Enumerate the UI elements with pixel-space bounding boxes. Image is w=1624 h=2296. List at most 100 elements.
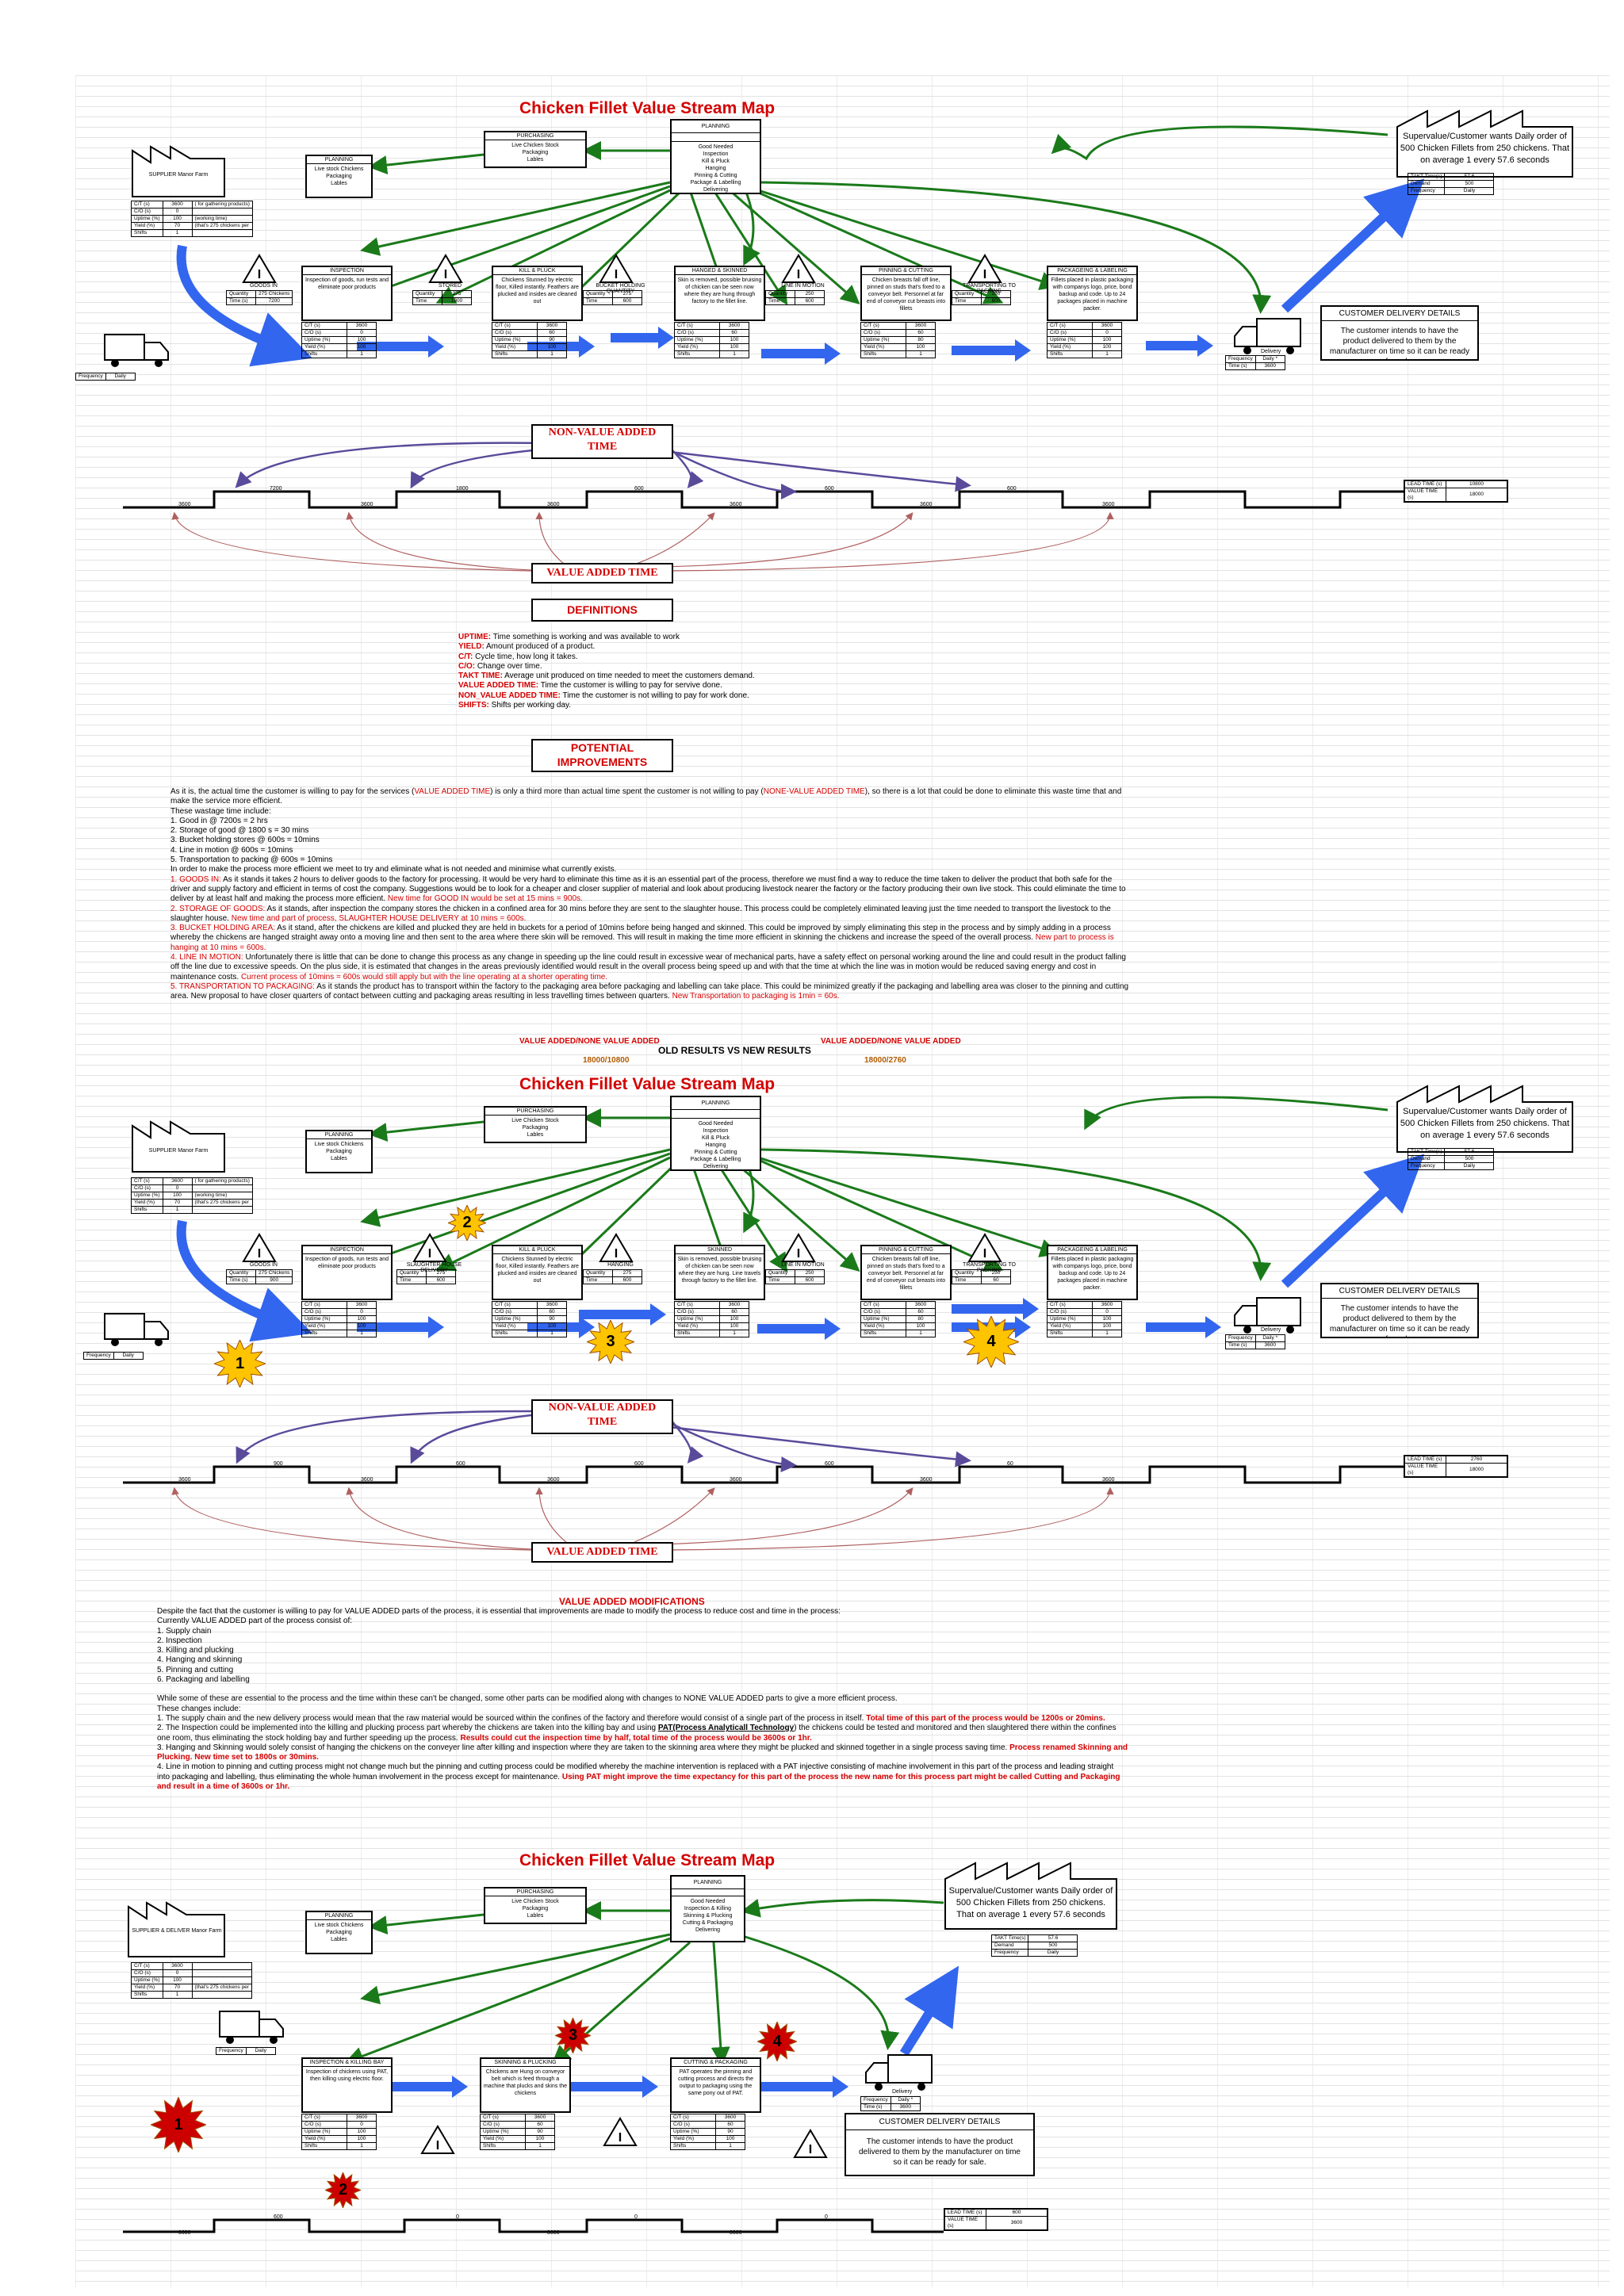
delivery-label: Delivery <box>892 2089 913 2095</box>
planning-item: Delivering <box>703 187 729 193</box>
nva-time: 600 <box>634 1461 644 1467</box>
inventory-triangle-icon: I <box>793 2129 828 2158</box>
improvement-marker: 2 <box>325 2172 361 2208</box>
supplier-factory-icon <box>132 145 225 197</box>
svg-text:I: I <box>983 1247 986 1261</box>
customer-demand: Supervalue/Customer wants Daily order of… <box>1400 1107 1570 1140</box>
customer-demand: Supervalue/Customer wants Daily order of… <box>948 1886 1113 1919</box>
inventory-triangle-icon: I <box>412 1233 447 1262</box>
inventory-label: GOODS IN <box>249 1262 278 1268</box>
customer-factory-icon <box>944 1862 1117 1930</box>
wastage-item: 3. Bucket holding stores @ 600s = 10mins <box>170 836 320 845</box>
definition-item: UPTIME: Time something is working and wa… <box>458 633 680 641</box>
improvement-marker: 1 <box>214 1340 266 1387</box>
va-label-2: VALUE ADDED TIME <box>531 1542 673 1563</box>
wastage-item: 4. Line in motion @ 600s = 10mins <box>170 845 293 855</box>
planning-item: Kill & Pluck <box>701 159 730 164</box>
purchasing-item: Lables <box>527 157 544 163</box>
modifications-text: Despite the fact that the customer is wi… <box>157 1607 1128 1792</box>
definition-item: C/T: Cycle time, how long it takes. <box>458 652 578 661</box>
definition-item: C/O: Change over time. <box>458 661 542 671</box>
va-time: 3600 <box>920 502 933 507</box>
delivery-truck-icon <box>865 2054 933 2091</box>
inventory-triangle-icon: I <box>599 254 634 283</box>
process-box: HANGED & SKINNED Skin is removed, possibl… <box>674 266 765 321</box>
nva-time: 600 <box>1007 486 1017 492</box>
delivery-label: Delivery <box>1261 349 1281 354</box>
customer-details-box: CUSTOMER DELIVERY DETAILS The customer i… <box>1320 1283 1479 1338</box>
nva-time: 600 <box>634 486 644 492</box>
process-body: Chickens Stunned by electric floor, Kill… <box>496 277 579 304</box>
va-time: 3600 <box>547 502 560 507</box>
nva-time: 600 <box>825 1461 834 1467</box>
process-title: PINNING & CUTTING <box>862 267 950 275</box>
customer-details-box: CUSTOMER DELIVERY DETAILS The customer i… <box>845 2113 1035 2176</box>
nva-time: 900 <box>274 1461 283 1467</box>
intro-nva: NONE-VALUE ADDED TIME <box>763 787 865 796</box>
nva-time: 7200 <box>270 486 282 492</box>
customer-factory-icon <box>1396 109 1573 178</box>
improvement-marker: 3 <box>555 2018 591 2053</box>
customer-demand: Supervalue/Customer wants Daily order of… <box>1400 132 1570 165</box>
svg-text:I: I <box>444 268 447 281</box>
process-body: Skin is removed, possible bruising of ch… <box>677 277 762 304</box>
process-body: Fillets placed in plastic packaging with… <box>1051 1257 1134 1291</box>
inventory-triangle-icon: I <box>781 254 816 283</box>
supplier-name: SUPPLIER Manor Farm <box>148 172 209 178</box>
va-time: 3600 <box>178 2230 191 2236</box>
process-body: Fillets placed in plastic packaging with… <box>1051 277 1134 312</box>
delivery-truck-icon <box>1234 1297 1301 1334</box>
process-body: Skin is removed, possible bruising of ch… <box>677 1257 762 1284</box>
svg-text:I: I <box>258 1247 261 1261</box>
nva-time: 0 <box>456 2214 459 2220</box>
va-time: 3600 <box>920 1477 933 1483</box>
inventory-triangle-icon: I <box>603 2117 638 2146</box>
supplier-factory-icon <box>132 1120 225 1173</box>
ratio-old: 18000/10800 <box>583 1056 630 1065</box>
svg-text:I: I <box>619 2131 622 2145</box>
definition-item: NON_VALUE ADDED TIME: Time the customer … <box>458 691 749 700</box>
supplier-table-3: C/T (s)3600 C/O (s)0 Uptime (%)100 Yield… <box>131 1962 252 1999</box>
va-time: 3600 <box>730 1477 742 1483</box>
inventory-label: STORED <box>438 283 462 289</box>
intro-text: As it is, the actual time the customer i… <box>170 787 415 796</box>
inventory-triangle-icon: I <box>420 2125 455 2154</box>
definitions-list: UPTIME: Time something is working and wa… <box>458 633 855 710</box>
inventory-triangle-icon: I <box>242 1233 277 1262</box>
process-title: HANGED & SKINNED <box>676 267 764 275</box>
supplier-truck-icon <box>104 1313 169 1346</box>
process-title: INSPECTION <box>303 267 391 275</box>
